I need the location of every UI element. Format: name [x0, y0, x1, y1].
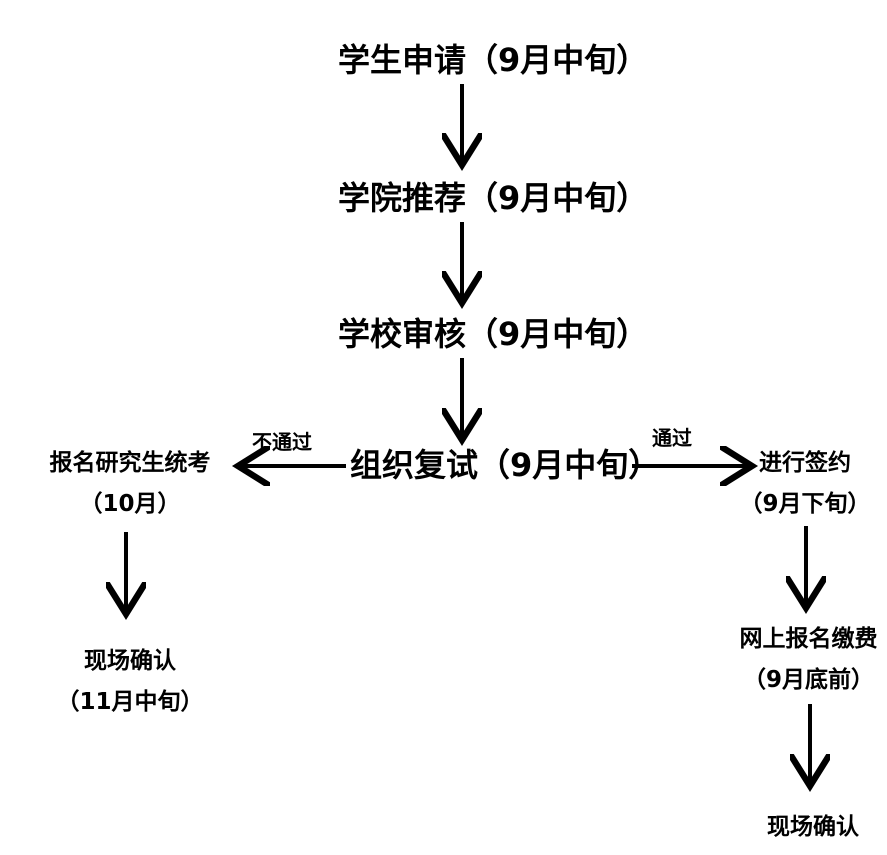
node-student-apply: 学生申请（9月中旬） — [338, 41, 649, 79]
node-sign-date: （9月下旬） — [739, 491, 871, 517]
node-exam-register: 报名研究生统考 （10月） — [30, 452, 230, 516]
node-school-review: 学校审核（9月中旬） — [338, 315, 649, 353]
node-onsite-confirm-left: 现场确认 （11月中旬） — [30, 650, 230, 714]
node-onsite-confirm-left-label: 现场确认 — [84, 648, 176, 674]
node-onsite-confirm-right: 现场确认 — [767, 814, 859, 840]
node-sign: 进行签约 （9月下旬） — [730, 452, 880, 516]
node-sign-label: 进行签约 — [759, 450, 851, 476]
edge-label-fail: 不通过 — [252, 430, 312, 454]
node-onsite-confirm-left-date: （11月中旬） — [56, 689, 204, 715]
node-exam-register-label: 报名研究生统考 — [49, 450, 211, 476]
node-online-register-label: 网上报名缴费 — [739, 626, 878, 652]
node-online-register-date: （9月底前） — [742, 667, 874, 693]
node-online-register: 网上报名缴费 （9月底前） — [730, 628, 887, 692]
node-college-recommend: 学院推荐（9月中旬） — [338, 179, 649, 217]
node-exam-register-date: （10月） — [79, 491, 181, 517]
node-retest: 组织复试（9月中旬） — [350, 446, 661, 484]
edge-label-pass: 通过 — [652, 426, 692, 450]
